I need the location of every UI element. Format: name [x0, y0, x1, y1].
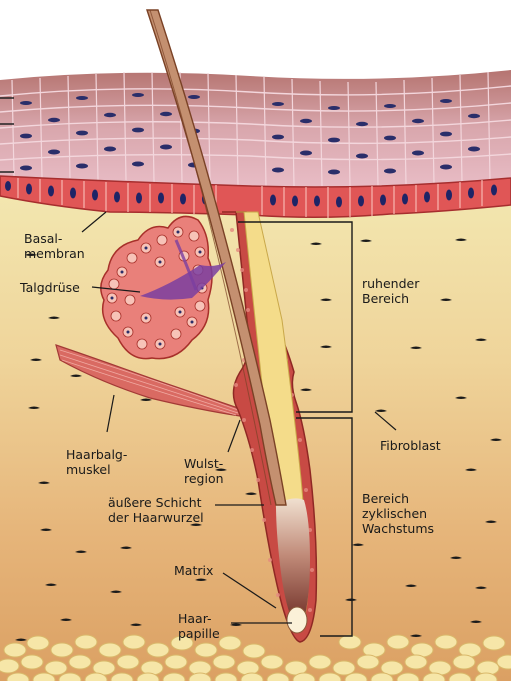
- label-talgdruese: Talgdrüse: [20, 280, 80, 295]
- epidermis-upper: [0, 70, 511, 187]
- label-haarbalgmuskel-line2: muskel: [66, 462, 127, 477]
- label-aeussere-schicht-line2: der Haarwurzel: [108, 510, 204, 525]
- label-haarpapille-line1: Haar-: [178, 611, 220, 626]
- label-bereich-wachstum-line2: zyklischen: [362, 506, 434, 521]
- label-haarbalgmuskel-line1: Haarbalg-: [66, 447, 127, 462]
- label-wulstregion-line1: Wulst-: [184, 456, 224, 471]
- label-ruhender-bereich-line2: Bereich: [362, 291, 419, 306]
- label-aeussere-schicht-line1: äußere Schicht: [108, 495, 204, 510]
- label-haarpapille-line2: papille: [178, 626, 220, 641]
- label-fibroblast-line1: Fibroblast: [380, 438, 441, 453]
- label-talgdruese-line1: Talgdrüse: [20, 280, 80, 295]
- label-bereich-wachstum-line1: Bereich: [362, 491, 434, 506]
- label-basalmembran: Basal- membran: [24, 231, 85, 261]
- label-aeussere-schicht: äußere Schicht der Haarwurzel: [108, 495, 204, 525]
- label-bereich-wachstum-line3: Wachstums: [362, 521, 434, 536]
- label-basalmembran-line1: Basal-: [24, 231, 85, 246]
- label-wulstregion-line2: region: [184, 471, 224, 486]
- label-haarpapille: Haar- papille: [178, 611, 220, 641]
- label-haarbalgmuskel: Haarbalg- muskel: [66, 447, 127, 477]
- label-bereich-wachstum: Bereich zyklischen Wachstums: [362, 491, 434, 536]
- label-matrix-line1: Matrix: [174, 563, 213, 578]
- dermal-papilla: [287, 607, 307, 633]
- label-ruhender-bereich-line1: ruhender: [362, 276, 419, 291]
- label-wulstregion: Wulst- region: [184, 456, 224, 486]
- label-fibroblast: Fibroblast: [380, 438, 441, 453]
- label-basalmembran-line2: membran: [24, 246, 85, 261]
- label-ruhender-bereich: ruhender Bereich: [362, 276, 419, 306]
- label-matrix: Matrix: [174, 563, 213, 578]
